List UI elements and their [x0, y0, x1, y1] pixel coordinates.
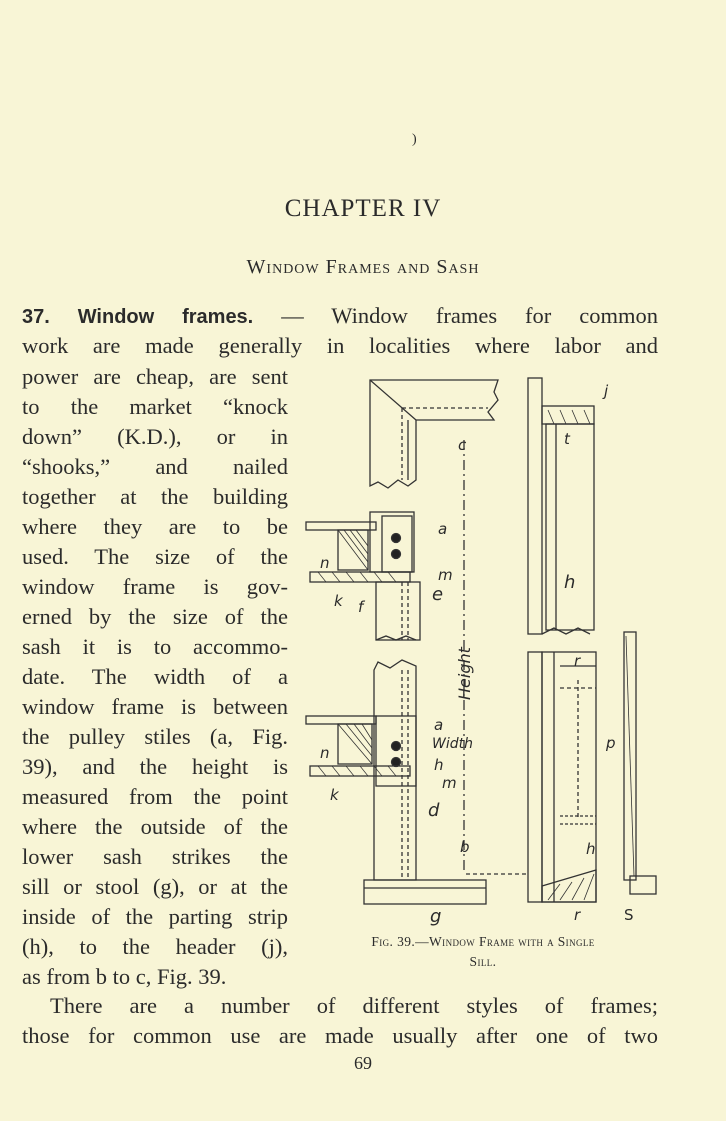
- label-width: Width: [432, 736, 473, 752]
- paragraph-line: (h), to the header (j),: [22, 934, 288, 959]
- header-detail: [369, 379, 499, 489]
- paragraph-line: “shooks,” and nailed: [22, 454, 288, 479]
- page-number: 69: [354, 1053, 372, 1073]
- paragraph-line: those for common use are made usually af…: [22, 1023, 658, 1048]
- label-n-lower: n: [320, 744, 330, 762]
- side-casing: [623, 631, 657, 895]
- paragraph-line: sash it is to accommo-: [22, 634, 288, 659]
- paragraph-line: lower sash strikes the: [22, 844, 288, 869]
- paragraph-line: the pulley stiles (a, Fig.: [22, 724, 288, 749]
- paragraph-line: window frame is between: [22, 694, 288, 719]
- paragraph-line: window frame is gov-: [22, 574, 288, 599]
- label-s: S: [624, 906, 634, 924]
- label-m-lower: m: [442, 774, 457, 792]
- paragraph-line: work are made generally in localities wh…: [22, 333, 658, 358]
- label-b: b: [460, 838, 470, 856]
- pulley-stile-detail: [305, 511, 421, 641]
- paragraph-line: erned by the size of the: [22, 604, 288, 629]
- label-j: j: [602, 382, 609, 400]
- paragraph-line: measured from the point: [22, 784, 288, 809]
- caption-line-2: Sill.: [469, 954, 497, 969]
- label-a-lower: a: [434, 716, 443, 734]
- paragraph-line-text: — Window frames for common: [281, 303, 658, 328]
- figure-caption: Fig. 39.—Window Frame with a Single Sill…: [300, 932, 666, 972]
- paragraph-line: together at the building: [22, 484, 288, 509]
- paragraph-line: inside of the parting strip: [22, 904, 288, 929]
- window-frame-figure: c j t a n m k f e h Height a n Width h m…: [305, 377, 657, 927]
- paragraph-line: where they are to be: [22, 514, 288, 539]
- label-n: n: [320, 554, 330, 572]
- label-k-lower: k: [330, 786, 340, 804]
- paragraph-line: power are cheap, are sent: [22, 364, 288, 389]
- label-r-upper: r: [574, 652, 581, 670]
- label-t: t: [564, 430, 571, 448]
- chapter-heading: CHAPTER IV: [284, 195, 442, 222]
- sill-detail: [305, 659, 487, 905]
- label-h-sash: h: [586, 840, 596, 858]
- label-a: a: [438, 520, 447, 538]
- label-g: g: [430, 906, 441, 927]
- label-c: c: [458, 436, 467, 454]
- upper-sash-elevation: [527, 377, 595, 635]
- label-f: f: [358, 598, 366, 616]
- paragraph-line: to the market “knock: [22, 394, 288, 419]
- paragraph-line: There are a number of different styles o…: [50, 993, 658, 1018]
- paragraph-line: 39), and the height is: [22, 754, 288, 779]
- paragraph-line: sill or stool (g), or at the: [22, 874, 288, 899]
- label-k: k: [334, 592, 344, 610]
- paragraph-line: down” (K.D.), or in: [22, 424, 288, 449]
- label-d: d: [428, 800, 440, 821]
- label-e: e: [432, 584, 443, 605]
- label-r: r: [574, 906, 581, 924]
- paragraph-line-1: 37. Window frames. — Window frames for c…: [22, 301, 658, 332]
- label-p: p: [605, 734, 616, 752]
- lower-sash-elevation: [527, 651, 597, 903]
- label-h-upper: h: [564, 572, 575, 593]
- caption-line-1: Fig. 39.—Window Frame with a Single: [371, 934, 595, 949]
- paragraph-line: where the outside of the: [22, 814, 288, 839]
- page-mark: ): [412, 132, 417, 147]
- label-h: h: [434, 756, 444, 774]
- paragraph-number: 37: [22, 306, 45, 328]
- label-height: Height: [455, 646, 474, 700]
- label-m: m: [438, 566, 453, 584]
- section-heading: Window Frames and Sash: [246, 256, 480, 278]
- paragraph-line: date. The width of a: [22, 664, 288, 689]
- paragraph-lead: 37. Window frames.: [22, 306, 254, 328]
- paragraph-line: used. The size of the: [22, 544, 288, 569]
- paragraph-title: Window frames.: [77, 306, 254, 328]
- paragraph-line: as from b to c, Fig. 39.: [22, 964, 227, 989]
